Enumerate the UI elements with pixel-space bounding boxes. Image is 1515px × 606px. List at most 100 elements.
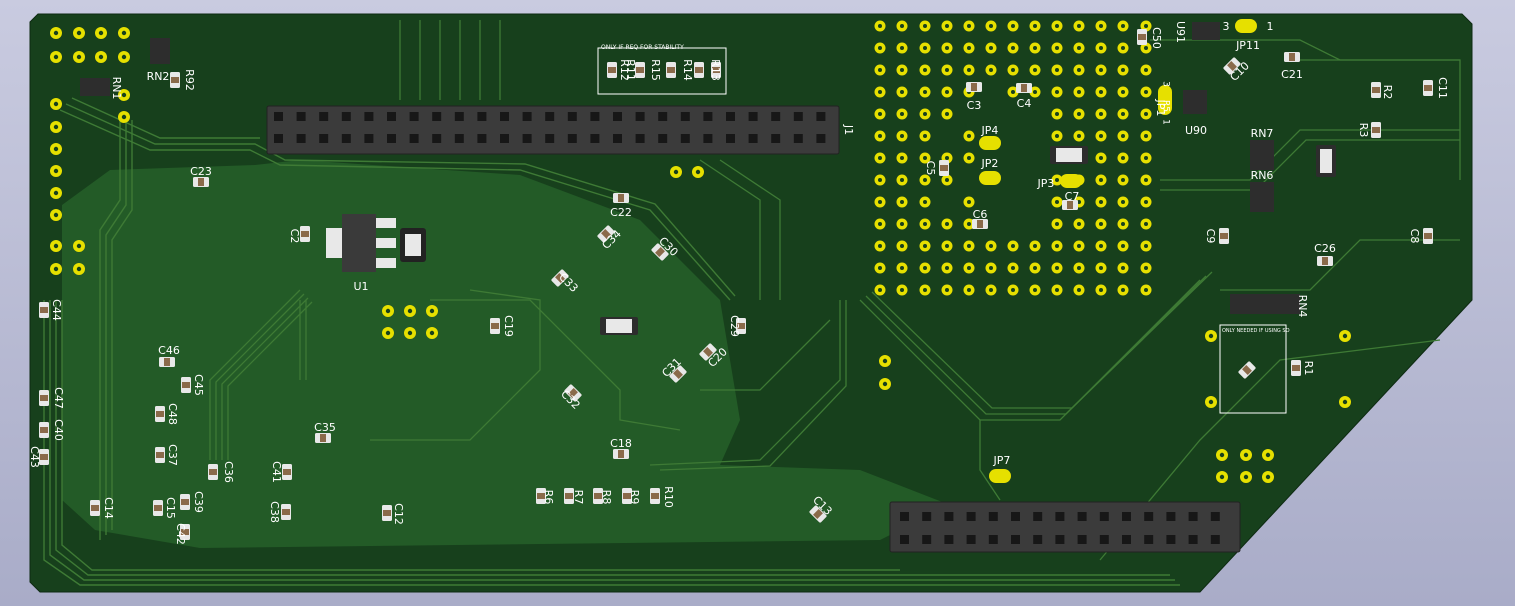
silkscreen-label: U90 — [1185, 124, 1207, 137]
regulator-u1[interactable] — [326, 214, 426, 272]
via-hole — [945, 90, 949, 94]
smd-part[interactable] — [208, 464, 218, 480]
jumper-pad[interactable] — [979, 136, 1001, 150]
smd-part[interactable] — [382, 505, 392, 521]
jumper-pad[interactable] — [1235, 19, 1257, 33]
connector-pin — [364, 112, 374, 121]
smd-part[interactable] — [613, 449, 629, 459]
smd-part[interactable] — [694, 62, 704, 78]
smd-part[interactable] — [1423, 228, 1433, 244]
smd-part[interactable] — [972, 219, 988, 229]
smd-part[interactable] — [155, 447, 165, 463]
smd-part[interactable] — [39, 390, 49, 406]
tantalum-cap[interactable] — [600, 317, 638, 335]
smd-part[interactable] — [1238, 361, 1256, 379]
smd-part[interactable] — [153, 500, 163, 516]
smd-part[interactable] — [281, 504, 291, 520]
smd-part[interactable] — [155, 406, 165, 422]
connector-j1[interactable] — [266, 105, 840, 155]
smd-part[interactable] — [180, 494, 190, 510]
ic-rn4[interactable] — [1230, 294, 1300, 314]
smd-part[interactable] — [180, 524, 190, 540]
ic-rn2[interactable] — [150, 38, 170, 64]
smd-part[interactable] — [536, 488, 546, 504]
smd-part[interactable] — [966, 82, 982, 92]
via-hole — [989, 24, 993, 28]
connector-bottom[interactable] — [889, 501, 1241, 553]
smd-part[interactable] — [282, 464, 292, 480]
via-hole — [923, 266, 927, 270]
smd-part[interactable] — [315, 433, 331, 443]
smd-part[interactable] — [1317, 256, 1333, 266]
smd-part[interactable] — [651, 243, 669, 261]
smd-part[interactable] — [300, 226, 310, 242]
smd-core — [1424, 233, 1432, 239]
smd-part[interactable] — [711, 62, 721, 78]
smd-part[interactable] — [1371, 82, 1381, 98]
smd-part[interactable] — [39, 302, 49, 318]
ic-u91[interactable] — [1192, 22, 1220, 40]
header-hole — [53, 146, 59, 152]
smd-part[interactable] — [1219, 228, 1229, 244]
smd-part[interactable] — [669, 365, 687, 383]
smd-part[interactable] — [564, 384, 582, 402]
ic-u90[interactable] — [1183, 90, 1207, 114]
smd-part[interactable] — [650, 488, 660, 504]
smd-part[interactable] — [1062, 200, 1078, 210]
smd-part[interactable] — [607, 62, 617, 78]
via-hole — [1144, 68, 1148, 72]
smd-part[interactable] — [809, 505, 827, 523]
smd-part[interactable] — [1371, 122, 1381, 138]
via-hole — [1144, 112, 1148, 116]
smd-part[interactable] — [699, 343, 717, 361]
silkscreen-label: C40 — [52, 419, 65, 441]
smd-part[interactable] — [39, 449, 49, 465]
smd-part[interactable] — [551, 269, 569, 287]
smd-part[interactable] — [170, 72, 180, 88]
smd-part[interactable] — [666, 62, 676, 78]
smd-part[interactable] — [90, 500, 100, 516]
silkscreen-label: R3 — [1357, 123, 1370, 138]
via-hole — [878, 266, 882, 270]
electrolytic-c1[interactable] — [1316, 145, 1336, 177]
via-hole — [900, 24, 904, 28]
smd-part[interactable] — [597, 225, 615, 243]
smd-part[interactable] — [613, 193, 629, 203]
smd-part[interactable] — [1284, 52, 1300, 62]
tantalum-cap-2[interactable] — [1050, 146, 1088, 164]
smd-part[interactable] — [159, 357, 175, 367]
smd-part[interactable] — [1291, 360, 1301, 376]
header-hole — [76, 243, 82, 249]
smd-part[interactable] — [1423, 80, 1433, 96]
connector-pin — [816, 112, 826, 121]
smd-part[interactable] — [1016, 83, 1032, 93]
smd-part[interactable] — [622, 488, 632, 504]
smd-part[interactable] — [1223, 57, 1241, 75]
smd-part[interactable] — [564, 488, 574, 504]
smd-core — [209, 469, 217, 475]
ic-rn1[interactable] — [80, 78, 110, 96]
smd-part[interactable] — [39, 422, 49, 438]
jumper-pad[interactable] — [979, 171, 1001, 185]
smd-part[interactable] — [1137, 29, 1147, 45]
silkscreen-label: C26 — [1314, 242, 1336, 255]
smd-core — [568, 388, 578, 398]
via-hole — [923, 90, 927, 94]
ic-rn7[interactable] — [1250, 140, 1274, 170]
jumper-pad[interactable] — [1060, 174, 1082, 188]
jumper-pad[interactable] — [1158, 85, 1172, 115]
ic-rn6[interactable] — [1250, 182, 1274, 212]
smd-part[interactable] — [736, 318, 746, 334]
smd-part[interactable] — [939, 160, 949, 176]
smd-part[interactable] — [193, 177, 209, 187]
connector-pin — [274, 112, 283, 121]
smd-part[interactable] — [593, 488, 603, 504]
smd-part[interactable] — [490, 318, 500, 334]
silkscreen-label: C39 — [192, 491, 205, 513]
via-hole — [878, 68, 882, 72]
smd-part[interactable] — [181, 377, 191, 393]
jumper-pad[interactable] — [989, 469, 1011, 483]
smd-part[interactable] — [635, 62, 645, 78]
header-hole — [53, 101, 59, 107]
via-hole — [878, 156, 882, 160]
